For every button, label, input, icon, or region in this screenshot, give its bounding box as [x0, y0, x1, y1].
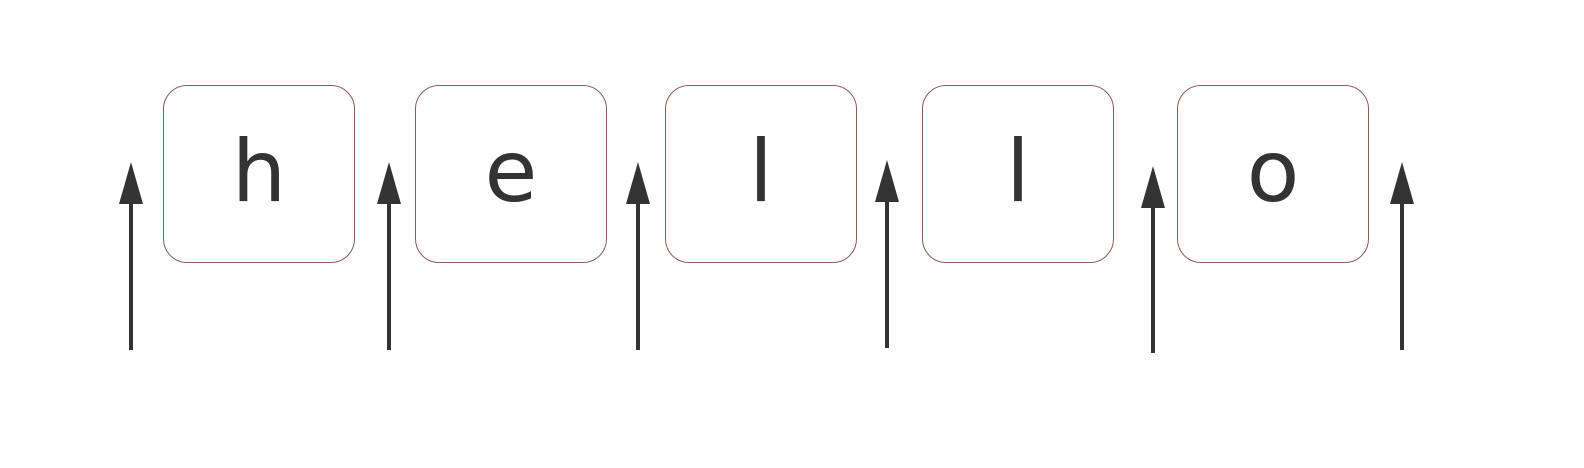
char-box-1: e	[415, 85, 607, 263]
cursor-arrow-2	[623, 150, 653, 360]
cursor-arrow-5	[1387, 150, 1417, 360]
char-box-0: h	[163, 85, 355, 263]
char-label-2: l	[749, 122, 773, 222]
char-label-3: l	[1006, 122, 1030, 222]
cursor-arrow-1	[374, 150, 404, 360]
char-box-4: o	[1177, 85, 1369, 263]
char-label-1: e	[484, 122, 538, 222]
cursor-arrow-0	[116, 150, 146, 360]
cursor-arrow-3	[872, 150, 902, 360]
cursor-arrow-4	[1138, 150, 1168, 360]
char-label-4: o	[1246, 122, 1300, 222]
char-box-2: l	[665, 85, 857, 263]
char-box-3: l	[922, 85, 1114, 263]
char-label-0: h	[231, 122, 287, 222]
